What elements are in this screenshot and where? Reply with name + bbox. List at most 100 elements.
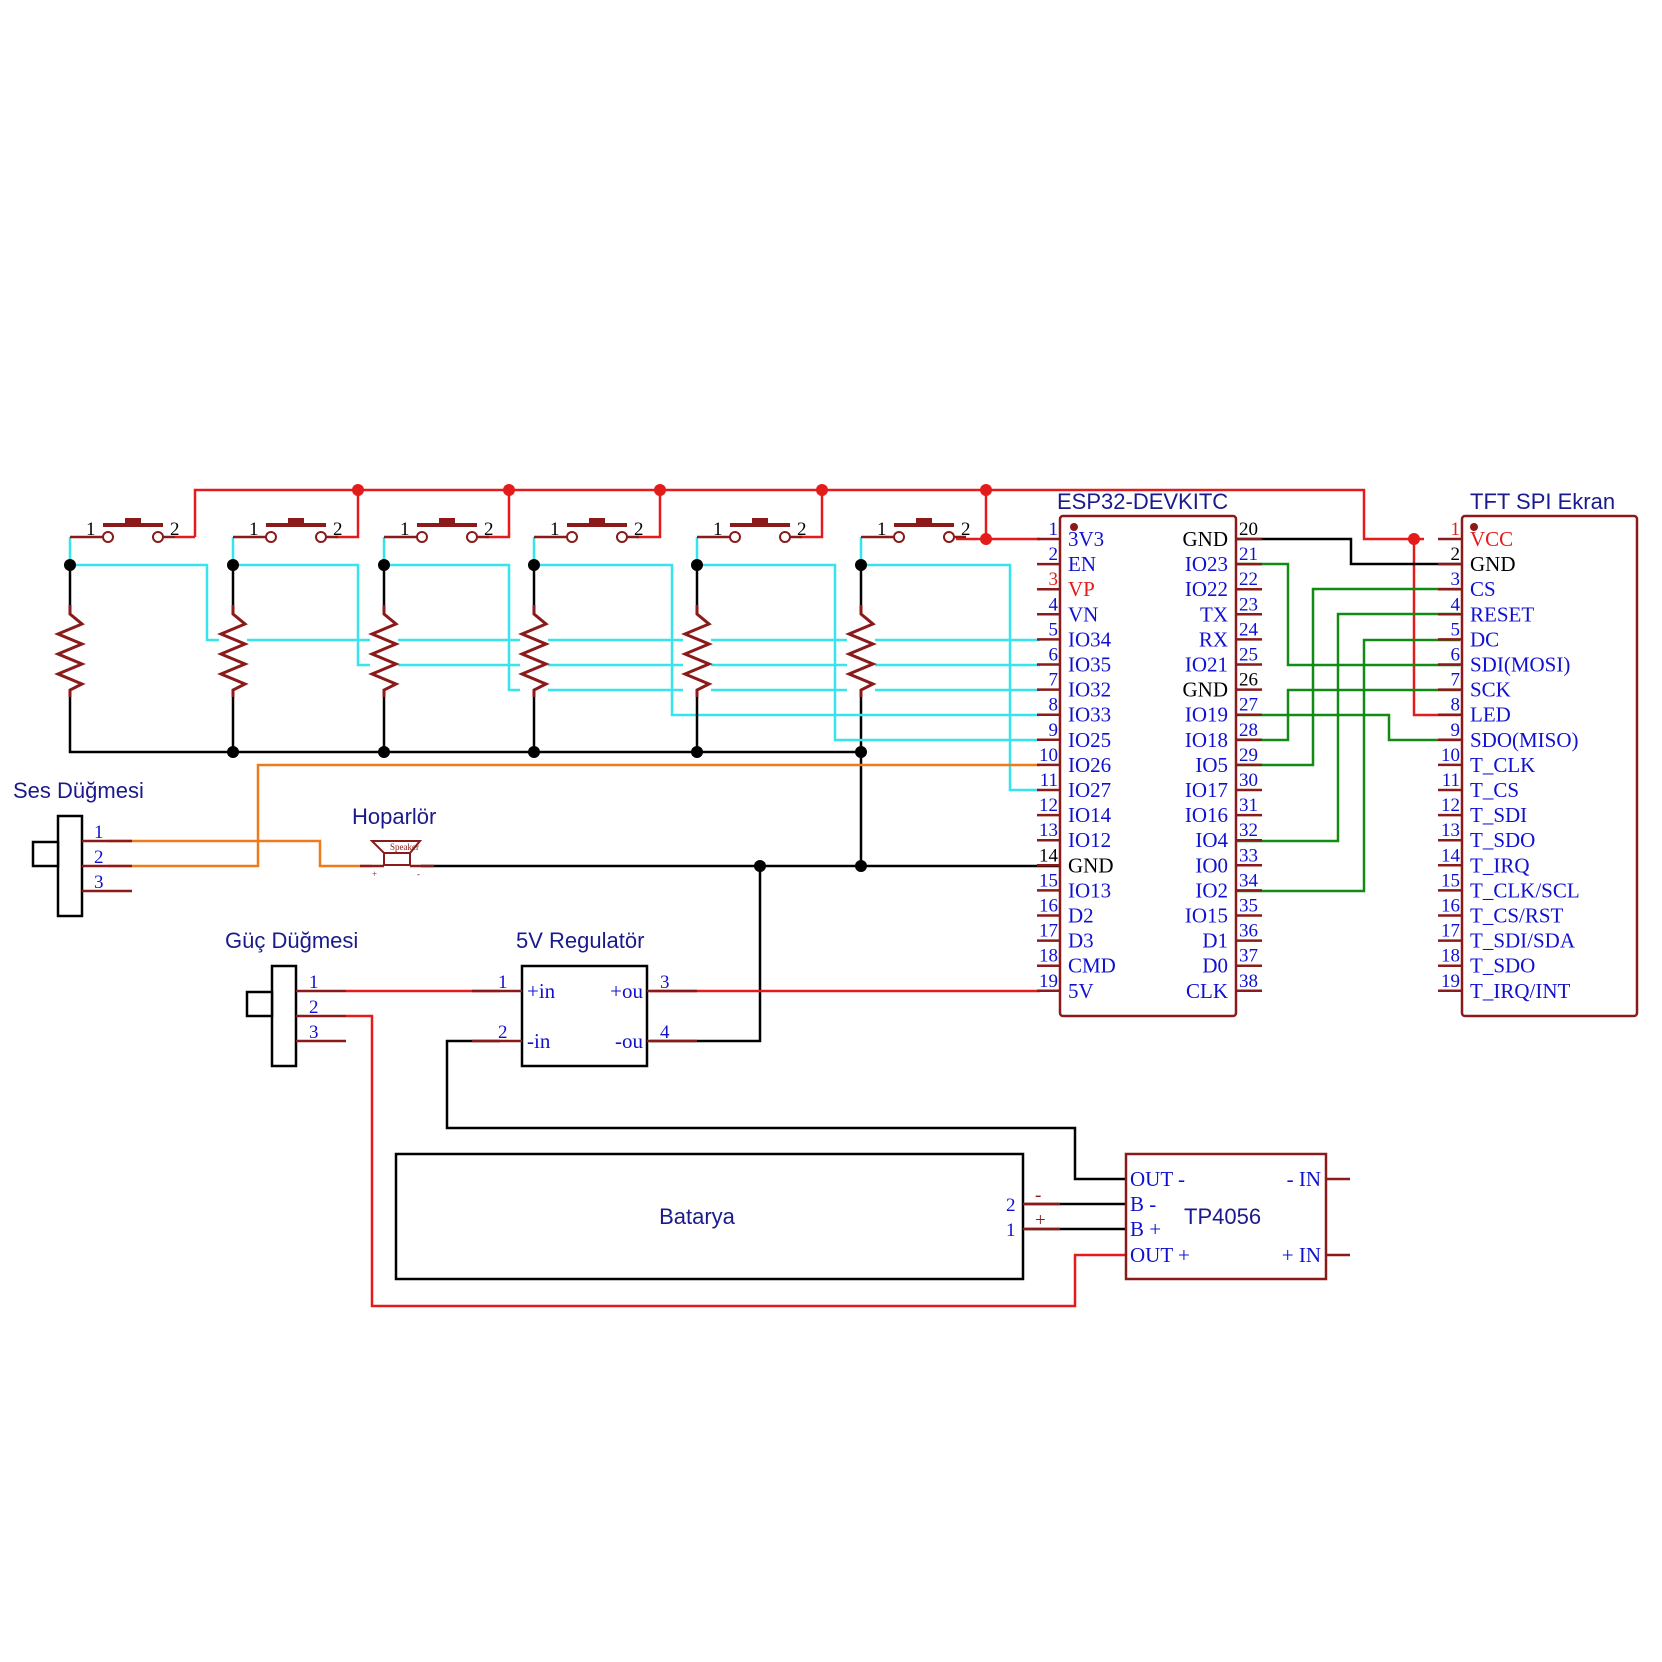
battery-body	[394, 1152, 1025, 1281]
pin-name: VCC	[1470, 527, 1513, 551]
pin-number: 12	[1039, 795, 1058, 816]
reg-out-minus: -ou	[615, 1029, 643, 1053]
pin-name: T_IRQ	[1470, 853, 1530, 877]
tp-in-plus: + IN	[1282, 1243, 1321, 1267]
regulator-body	[520, 964, 649, 1068]
pin-name: RX	[1199, 627, 1228, 651]
tft-pin-14: 14 T_IRQ	[1438, 845, 1530, 877]
ses-pin1-wire	[108, 839, 372, 868]
battery-minus: -	[1035, 1185, 1041, 1206]
pin-name: IO15	[1185, 904, 1228, 928]
pin-number: 25	[1239, 645, 1258, 666]
pin-number: 1	[1049, 519, 1059, 540]
esp32-pin-14: 14 GND	[1037, 845, 1114, 877]
button-pin-2: 2	[484, 519, 494, 540]
guc-pin2-tp-out-wire	[346, 1014, 1126, 1308]
ses-switch: Ses Düğmesi 1 2 3	[13, 778, 144, 918]
junction-dot	[855, 860, 867, 872]
pin-number: 17	[1039, 921, 1058, 942]
reg-pin-3: 3	[660, 972, 670, 993]
pin-name: SDO(MISO)	[1470, 728, 1579, 752]
pin-number: 16	[1441, 896, 1460, 917]
guc-switch-body	[270, 964, 298, 1068]
pin-number: 23	[1239, 594, 1258, 615]
pin-number: 12	[1441, 795, 1460, 816]
pin-number: 34	[1239, 870, 1259, 891]
regulator-title: 5V Regulatör	[516, 928, 644, 953]
btn2-to-bus	[335, 490, 360, 539]
btn2-signal-wire	[231, 537, 1040, 667]
ses-pin-3: 3	[94, 872, 104, 893]
pin-number: 10	[1441, 745, 1460, 766]
ses-pin-2: 2	[94, 847, 104, 868]
resistor-2	[217, 605, 249, 697]
battery-title: Batarya	[659, 1204, 736, 1229]
pin-number: 14	[1039, 845, 1059, 866]
pin-name: VP	[1068, 577, 1095, 601]
pin-name: CS	[1470, 577, 1496, 601]
pin-name: IO32	[1068, 678, 1111, 702]
pin-number: 6	[1451, 645, 1461, 666]
pin-name: T_CLK	[1470, 753, 1535, 777]
pin-name: GND	[1183, 527, 1229, 551]
io19-miso-wire	[1237, 713, 1460, 742]
pin-number: 7	[1049, 670, 1059, 691]
pin-name: SDI(MOSI)	[1470, 653, 1570, 677]
pin-number: 14	[1441, 845, 1461, 866]
pin-name: IO4	[1195, 828, 1228, 852]
pin-number: 30	[1239, 770, 1258, 791]
button-pin-2: 2	[634, 519, 644, 540]
btn1-signal-wire	[68, 537, 1040, 642]
pin-number: 36	[1239, 921, 1258, 942]
battery-plus: +	[1035, 1210, 1046, 1231]
pin-number: 7	[1451, 670, 1461, 691]
ses-pin-1: 1	[94, 822, 104, 843]
pin-number: 22	[1239, 569, 1258, 590]
pin-name: IO23	[1185, 552, 1228, 576]
tft-pin-10: 10 T_CLK	[1438, 745, 1535, 777]
pin-name: D0	[1202, 954, 1228, 978]
pin-name: T_SDO	[1470, 828, 1535, 852]
pin-name: D2	[1068, 904, 1094, 928]
pin-name: GND	[1068, 853, 1114, 877]
reg-pin-2: 2	[498, 1022, 508, 1043]
pin-number: 9	[1451, 720, 1461, 741]
battery-pin-1: 1	[1006, 1220, 1016, 1241]
pin-name: GND	[1470, 552, 1516, 576]
pin-number: 29	[1239, 745, 1258, 766]
tft-pin-6: 6 SDI(MOSI)	[1438, 645, 1570, 677]
junction-dot	[1408, 533, 1420, 545]
pin-number: 32	[1239, 820, 1258, 841]
wires	[68, 488, 1460, 1308]
pin-number: 28	[1239, 720, 1258, 741]
pin-number: 27	[1239, 695, 1258, 716]
junction-dot	[352, 484, 364, 496]
junction-dot	[980, 533, 992, 545]
pin-name: IO35	[1068, 653, 1111, 677]
